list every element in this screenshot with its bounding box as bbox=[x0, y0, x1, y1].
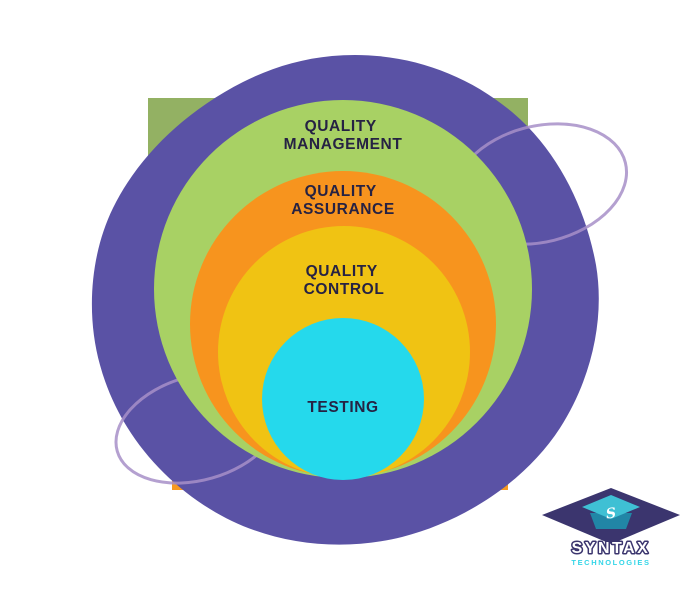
logo: S SYNTAX TECHNOLOGIES bbox=[542, 488, 680, 567]
layer-circle-testing bbox=[262, 318, 424, 480]
layer-label-testing: TESTING bbox=[307, 399, 378, 416]
logo-tagline: TECHNOLOGIES bbox=[571, 558, 650, 567]
layer-label-quality-assurance: QUALITY ASSURANCE bbox=[291, 183, 395, 218]
logo-cap-icon bbox=[582, 495, 640, 519]
layer-label-quality-control: QUALITY CONTROL bbox=[304, 263, 385, 298]
label-line: CONTROL bbox=[304, 281, 385, 298]
logo-wordmark: SYNTAX bbox=[572, 540, 651, 557]
logo-monogram: S bbox=[605, 505, 617, 522]
layer-label-quality-management: QUALITY MANAGEMENT bbox=[284, 118, 403, 153]
label-line: QUALITY bbox=[306, 263, 378, 280]
label-line: ASSURANCE bbox=[291, 201, 395, 218]
logo-cap-front bbox=[590, 513, 632, 529]
label-line: QUALITY bbox=[305, 183, 377, 200]
label-line: QUALITY bbox=[305, 118, 377, 135]
label-line: MANAGEMENT bbox=[284, 136, 403, 153]
